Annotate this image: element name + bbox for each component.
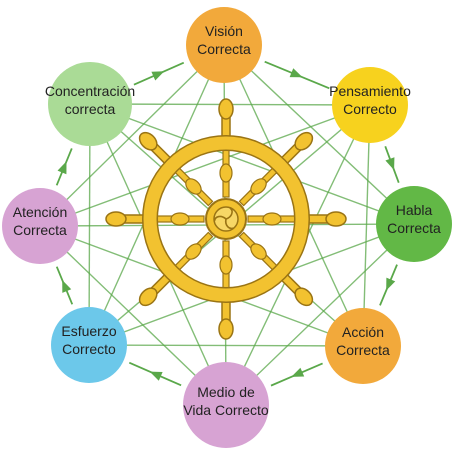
node-vision-label-1: Visión: [205, 23, 243, 39]
wheel-handle: [238, 131, 314, 207]
node-habla-label-1: Habla: [396, 202, 433, 218]
wheel-handle: [105, 211, 205, 227]
ring-arrow: [291, 367, 305, 377]
node-medio-label-1: Medio de: [197, 384, 255, 400]
node-atencion-circle: [2, 188, 78, 264]
node-esfuerzo-label-2: Correcto: [62, 341, 116, 357]
node-vision-circle: [186, 7, 262, 83]
dharma-wheel: [105, 98, 347, 340]
node-concentracion-circle: [48, 62, 132, 146]
hub-swirl: [213, 215, 227, 222]
node-habla-label-2: Correcta: [387, 220, 441, 236]
node-accion-label-1: Acción: [342, 324, 384, 340]
node-accion-label-2: Correcta: [336, 342, 390, 358]
node-pensamiento-circle: [332, 67, 408, 143]
node-medio: Medio de Vida Correcto: [183, 362, 269, 448]
node-concentracion-label-2: correcta: [65, 101, 116, 117]
ring-arrow: [385, 157, 395, 171]
ring-arrow: [289, 68, 303, 78]
node-concentracion: Concentración correcta: [45, 62, 135, 146]
node-accion: Acción Correcta: [325, 308, 401, 384]
wheel-handle: [247, 211, 347, 227]
node-medio-label-2: Vida Correcto: [183, 402, 269, 418]
node-pensamiento-label-2: Correcto: [343, 101, 397, 117]
hub-swirl: [225, 207, 233, 220]
connector-line: [223, 44, 415, 225]
node-medio-circle: [183, 362, 269, 448]
node-atencion-label-1: Atención: [13, 204, 67, 220]
wheel-handle: [218, 98, 234, 198]
ring-arrow: [57, 161, 67, 175]
node-atencion-label-2: Correcta: [13, 222, 67, 238]
ring-arrow: [386, 277, 396, 291]
node-pensamiento-label-1: Pensamiento: [329, 83, 411, 99]
node-vision: Visión Correcta: [186, 7, 262, 83]
ring-arrow: [62, 279, 72, 293]
wheel-handle: [218, 240, 234, 340]
connector-line: [39, 225, 227, 406]
wheel-rim: [143, 136, 309, 302]
connector-line: [225, 223, 415, 406]
node-atencion: Atención Correcta: [2, 188, 78, 264]
node-habla-circle: [376, 186, 452, 262]
connector-line: [39, 44, 225, 227]
node-accion-circle: [325, 308, 401, 384]
connector-line: [362, 104, 371, 347]
node-esfuerzo: Esfuerzo Correcto: [51, 307, 127, 383]
node-vision-label-2: Correcta: [197, 41, 251, 57]
connector-line: [39, 104, 371, 227]
wheel-handle: [238, 231, 314, 307]
node-concentracion-label-1: Concentración: [45, 83, 135, 99]
ring-arrow: [151, 71, 165, 81]
node-esfuerzo-label-1: Esfuerzo: [61, 323, 116, 339]
connector-line: [89, 103, 415, 225]
node-esfuerzo-circle: [51, 307, 127, 383]
hub-swirl: [224, 218, 234, 230]
connector-line: [88, 344, 364, 347]
node-habla: Habla Correcta: [376, 186, 452, 262]
ring-arrow: [149, 371, 163, 381]
node-pensamiento: Pensamiento Correcto: [329, 67, 411, 143]
